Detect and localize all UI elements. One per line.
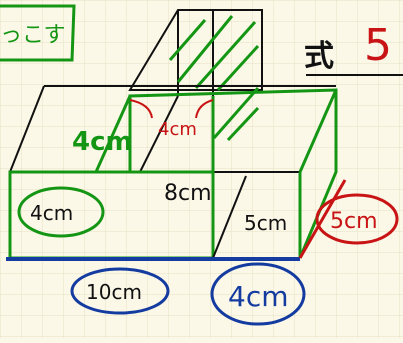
red-arc-left: [129, 99, 153, 119]
red-circle: [315, 193, 399, 245]
formula-label: 式: [304, 39, 334, 74]
hatching: [168, 15, 260, 142]
label-red-inner: 4cm: [158, 119, 197, 140]
label-right-depth: 5cm: [244, 211, 287, 235]
right-depth-edge: [212, 175, 247, 259]
inner-edge: [139, 95, 179, 173]
formula-value: 5: [364, 20, 392, 71]
red-arc-right: [195, 99, 214, 119]
label-left-circle: 4cm: [30, 201, 73, 225]
label-red-circle: 5cm: [330, 209, 378, 234]
label-bottom-blue: 10cm: [86, 280, 142, 304]
left-circle: [17, 186, 105, 238]
red-edge: [298, 179, 347, 259]
top-tower: [128, 9, 263, 175]
bottom-left-circle: [70, 267, 170, 315]
label-green-height: 4cm: [72, 127, 133, 157]
bottom-right-circle: [210, 262, 306, 326]
label-middle-height: 8cm: [164, 181, 212, 206]
tag-box: っこす: [0, 4, 76, 62]
tag-text: っこす: [0, 23, 66, 48]
label-bottom-right-blue: 4cm: [228, 280, 288, 313]
